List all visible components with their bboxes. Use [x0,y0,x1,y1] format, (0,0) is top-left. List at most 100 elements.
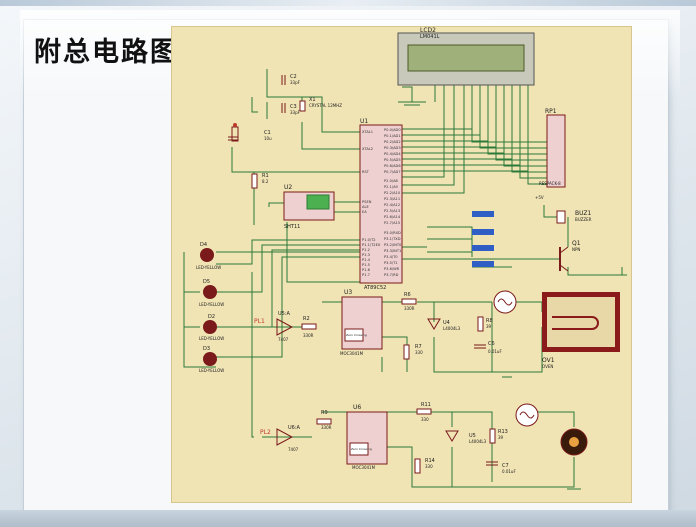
u3-zero-crossing: Zero Crossing [346,333,367,337]
resistor-pack-rp1: RP1 RESPACK-8 [539,108,566,188]
x1-model: CRYSTAL 12MHZ [309,103,342,108]
r9-label: R9 [321,410,328,416]
resistor-r7: R7 330 [403,344,423,360]
u1-pin-left-5: EA [362,210,367,214]
u1-pin-right-22: P3.6/WR [384,267,400,271]
c2-value: 33pF [290,80,301,85]
resistor-r1: R1 8.2 [251,173,269,189]
ac-source-2 [515,403,539,427]
u4-model: L4004L3 [443,326,461,331]
led-d3: D3 LED-YELLOW [199,346,224,373]
u5-model: L4004L3 [469,439,487,444]
u1-pin-left-0: XTAL1 [362,130,373,134]
pl2-label: PL2 [260,429,271,436]
d3-label: D3 [203,346,210,352]
ground-symbols [398,101,627,490]
c3-label: C3 [290,104,297,110]
q1-model: NPN [572,247,580,252]
triac-u4: U4 L4004L3 [427,318,461,331]
slide-title: 附总电路图 [34,37,179,68]
ov1-label: OV1 [542,357,555,364]
c7-label: C7 [502,463,509,469]
u3-model: MOC3041M [340,351,364,356]
c6-label: C6 [488,341,495,347]
fan-motor [560,428,588,456]
q1-label: Q1 [572,240,581,247]
u1-pin-right-21: P3.5/T1 [384,261,398,265]
u1-pin-left-12: P1.6 [362,268,371,272]
led-d4: D4 LED-YELLOW [196,242,221,270]
rp1-label: RP1 [545,108,557,115]
u1-pin-right-19: P3.3/INT1 [384,249,401,253]
schematic-svg: LCD2 LM041L RP1 RESPACK-8 U1 AT89C52 XTA… [183,27,627,490]
u6a-label: U6:A [288,425,301,431]
u3-label: U3 [344,289,352,296]
u1-pin-right-11: P2.3/A11 [384,197,400,201]
resistor-r2: R2 330R [301,316,317,338]
u6-model: MOC3041M [352,465,376,470]
d3-model: LED-YELLOW [199,368,224,373]
u1-pin-right-2: P0.2/AD2 [384,140,401,144]
r14-label: R14 [425,458,435,464]
r1-label: R1 [262,173,269,179]
u1-pin-right-0: P0.0/AD0 [384,128,401,132]
d4-label: D4 [200,242,207,248]
buz1-label: BUZ1 [575,210,592,217]
oven-ov1: OV1 OVEN [542,292,620,369]
u1-model: AT89C52 [364,285,386,291]
circuit-schematic: LCD2 LM041L RP1 RESPACK-8 U1 AT89C52 XTA… [171,26,632,503]
u1-pin-left-6: P1.0/T2 [362,238,376,242]
r8-value: 39 [486,324,492,329]
buzzer-buz1: BUZ1 BUZZER [556,210,592,224]
capacitor-c7: C7 0.01uF [486,461,516,474]
resistor-r8: R8 39 [477,316,493,332]
u1-pin-right-13: P2.5/A13 [384,209,400,213]
u1-pin-right-10: P2.2/A10 [384,191,401,195]
d5-model: LED-YELLOW [199,302,224,307]
optocoupler-u3: U3 MOC3041M Zero Crossing [340,289,383,356]
u1-pin-right-16: P3.0/RXD [384,231,401,235]
u1-pin-right-8: P2.0/A8 [384,179,399,183]
d4-model: LED-YELLOW [196,265,221,270]
u1-pin-right-23: P3.7/RD [384,273,399,277]
resistor-r14: R14 330 [414,458,435,474]
r8-label: R8 [486,318,493,324]
u1-pin-right-1: P0.1/AD1 [384,134,401,138]
capacitor-c6: C6 0.01uF [474,341,502,354]
transistor-q1: Q1 NPN +5V [535,195,581,272]
resistor-r11: R11 330 [416,402,432,422]
u1-label: U1 [360,118,368,125]
u1-pin-right-14: P2.6/A14 [384,215,401,219]
slide-bottom-bar [0,510,696,527]
slide-top-band [0,0,696,6]
led-d5: D5 LED-YELLOW [199,279,224,307]
lcd-display: LCD2 LM041L [397,27,535,86]
u1-pin-right-17: P3.1/TXD [384,237,401,241]
r1-value: 8.2 [262,179,269,184]
rp1-model: RESPACK-8 [539,181,561,186]
button-group [472,211,494,267]
u1-pin-right-9: P2.1/A9 [384,185,399,189]
u1-pin-left-4: ALE [362,205,369,209]
u1-pin-right-20: P3.4/T0 [384,255,398,259]
u1-pin-left-8: P1.2 [362,248,370,252]
u1-pin-right-6: P0.6/AD6 [384,164,401,168]
u1-pin-left-2: RST [362,170,370,174]
capacitor-c2: C2 33pF [281,74,301,85]
reset-button [231,123,239,142]
u1-pin-right-12: P2.4/A12 [384,203,400,207]
u5a-label: U5:A [278,311,291,317]
pl1-label: PL1 [254,318,265,325]
r7-label: R7 [415,344,422,350]
d2-model: LED-YELLOW [199,336,224,341]
resistor-r9: R9 330R [316,410,332,430]
r13-label: R13 [498,429,508,435]
u6-label: U6 [353,404,361,411]
u1-pin-left-10: P1.4 [362,258,371,262]
r11-value: 330 [421,417,429,422]
u1-pin-right-4: P0.4/AD4 [384,152,401,156]
resistor-r6: R6 330R [401,292,417,311]
resistor-r13: R13 39 [489,428,508,444]
c6-value: 0.01uF [488,349,502,354]
x1-label: X1 [309,97,316,103]
